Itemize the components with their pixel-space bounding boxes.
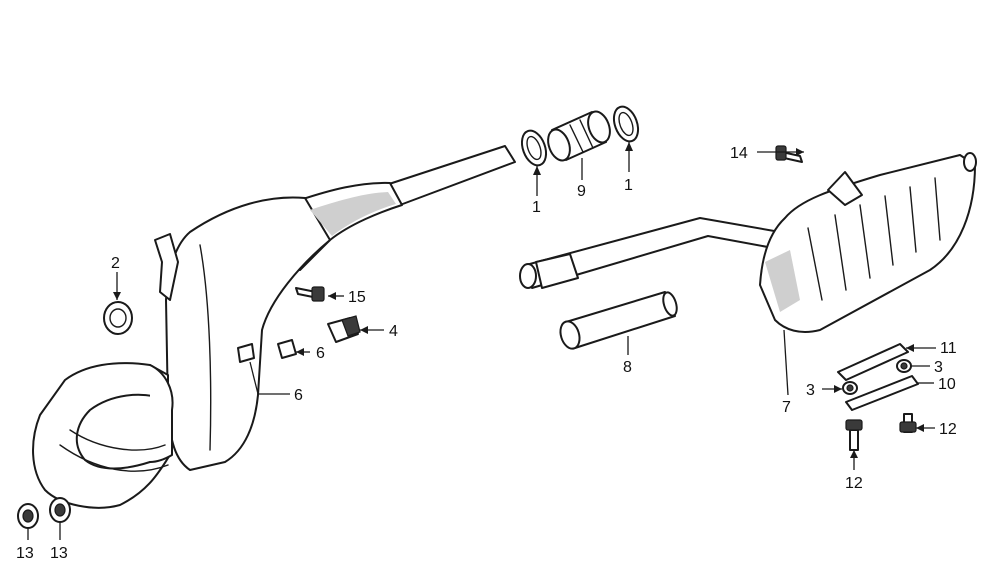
bolt-14 [775, 145, 803, 163]
callout-2: 2 [111, 255, 120, 272]
callout-labels: 1 9 1 14 2 15 4 6 6 8 7 11 3 10 3 12 12 … [16, 145, 957, 562]
callout-9: 9 [577, 183, 586, 200]
nut-13a [17, 503, 39, 529]
strap-10 [845, 375, 919, 411]
bolt-15 [295, 286, 325, 302]
expansion-chamber [32, 145, 516, 509]
callout-1a: 1 [532, 199, 541, 216]
washer-3b [896, 359, 912, 373]
callout-4: 4 [389, 323, 398, 340]
clip-6b [237, 343, 255, 363]
callout-10: 10 [938, 376, 956, 393]
clip-6a [277, 339, 297, 359]
callout-13a: 13 [16, 545, 34, 562]
strap-11 [837, 343, 909, 381]
bolt-12b [899, 413, 917, 433]
callout-13b: 13 [50, 545, 68, 562]
callout-14: 14 [730, 145, 748, 162]
callout-11: 11 [940, 340, 957, 357]
washer-2 [103, 301, 133, 335]
bolt-12a [845, 419, 863, 451]
clip-4 [327, 315, 361, 343]
callout-7: 7 [782, 399, 791, 416]
callout-6a: 6 [316, 345, 325, 362]
callout-6b: 6 [294, 387, 303, 404]
callout-8: 8 [623, 359, 632, 376]
callout-15: 15 [348, 289, 366, 306]
gasket-ring-right [612, 105, 640, 143]
callout-3a: 3 [806, 382, 815, 399]
callout-12a: 12 [845, 475, 863, 492]
leader-lines [27, 142, 936, 540]
washer-3a [842, 381, 858, 395]
coupling-sleeve [547, 110, 611, 162]
nut-13b [49, 497, 71, 523]
gasket-ring-left [520, 129, 548, 167]
pipe [559, 291, 678, 350]
callout-3b: 3 [934, 359, 943, 376]
callout-1b: 1 [624, 177, 633, 194]
silencer [519, 152, 977, 333]
callout-12b: 12 [939, 421, 957, 438]
